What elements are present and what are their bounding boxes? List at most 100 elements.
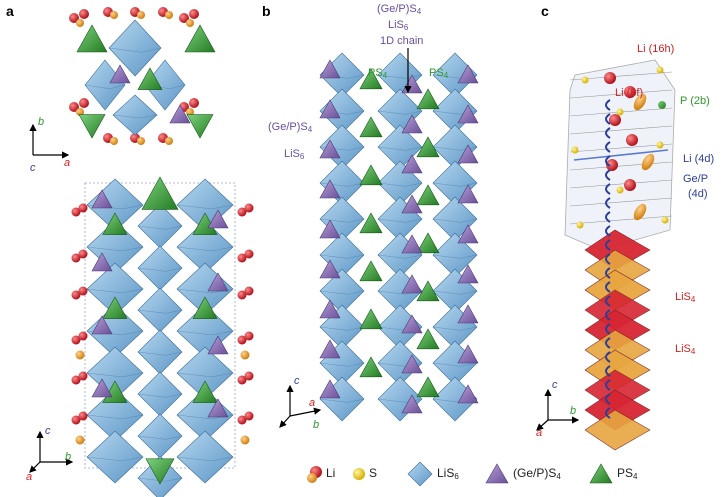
legend-gep-label: (Ge/P)S4 [513,466,561,481]
diffusion-path [605,239,611,251]
ps4-tetrahedron [78,114,106,139]
li-atom [244,371,254,381]
octahedron-edge [137,435,183,440]
ps4-tetrahedron [76,24,108,53]
gep-tetrahedron [91,252,113,272]
panel-c-lis4-2: LiS4 [675,343,696,356]
diffusion-path [605,323,611,335]
bond-line [569,125,673,135]
octahedron-edge [377,398,423,403]
li-atom [244,286,254,296]
s-atom [616,108,624,116]
li-atom [137,137,145,145]
diffusion-path [605,393,611,405]
ps4-tetrahedron [141,176,179,210]
p-atom [658,101,666,109]
li-atom [71,335,81,345]
octahedron-edge [432,326,478,331]
panel-b-ps4-left: PS4 [368,67,388,80]
octahedron-edge [86,456,144,462]
diffusion-path [605,407,611,419]
ps4-tetrahedron [416,184,440,206]
li-atom [609,114,621,126]
lis6-octahedron [137,245,183,291]
octahedron-edge [319,326,365,331]
panel-b-structure [319,48,479,422]
gep-tetrahedron [401,314,423,334]
s-atom [581,76,589,84]
panel-b-chain-label-1: (Ge/P)S4 [377,3,422,16]
gep-tetrahedron [207,272,229,292]
legend-ps4-tetrahedron [589,463,613,484]
gep-tetrahedron [401,394,423,414]
diffusion-path [605,365,611,377]
octahedron-edge [432,218,478,223]
panel-b-axis-b: b [313,419,320,431]
diffusion-path [605,197,611,209]
gep-tetrahedron [109,64,131,84]
legend-s-sphere [353,468,365,480]
gep-tetrahedron [207,209,229,229]
octahedron-edge [137,477,183,482]
octahedron-edge [137,309,183,314]
diffusion-path [605,225,611,237]
octahedron-edge [319,398,365,403]
panel-b-chain-label-3: 1D chain [380,35,424,47]
li-atom [79,9,89,19]
octahedron-edge [137,267,183,272]
legend-li-orange-sphere [307,473,317,483]
bond-line [569,143,673,153]
axes-a-bottom [29,430,74,473]
axes-c [536,388,580,431]
gep-atom [633,93,647,111]
gep-tetrahedron [401,194,423,214]
s-atom [656,66,664,74]
octahedron-edge [176,246,234,252]
gep-atom [633,203,647,221]
lis6-octahedron [377,376,423,422]
li-atom [606,159,618,171]
octahedron-edge [377,110,423,115]
li-atom [244,203,254,213]
lis6-octahedron [86,430,144,484]
ps4-tetrahedron [192,380,218,403]
diffusion-path [605,379,611,391]
panel-c-li4d: Li (4d) [683,153,715,165]
ps4-tetrahedron [416,376,440,398]
panel-c-letter: c [541,3,549,19]
li-atom [71,415,81,425]
li-atom [71,290,81,300]
panel-b-letter: b [262,3,271,19]
panel-a-top-axis-b: b [38,116,45,128]
panel-b-axis-a: a [309,397,316,409]
gep-tetrahedron [91,315,113,335]
s-atom [661,216,669,224]
panel-b-ps4-right: PS4 [429,67,449,80]
panel-a-top-structure [69,7,216,145]
octahedron-edge [377,218,423,223]
li4d-line [573,149,669,161]
s-atom [656,141,664,149]
diffusion-path [605,211,611,223]
li-atom [165,11,173,19]
diffusion-path [605,309,611,321]
lis6-octahedron [176,430,234,484]
li-atom [604,72,616,84]
li-atom [244,249,254,259]
diffusion-path [605,337,611,349]
li-atom [75,435,85,445]
gep-tetrahedron [401,354,423,374]
lis6-octahedron [112,94,158,136]
octahedron-edge [86,372,144,378]
bond-line [569,197,673,207]
gep-tetrahedron [457,64,479,84]
li-atom [110,11,118,19]
ps4-tetrahedron [359,116,383,138]
ps4-tetrahedron [192,296,218,319]
octahedron-edge [86,414,144,420]
lis6-octahedron [137,413,183,459]
gep-tetrahedron [319,339,341,359]
diffusion-path [605,155,611,167]
li-atom [189,98,199,108]
octahedron-edge [432,146,478,151]
